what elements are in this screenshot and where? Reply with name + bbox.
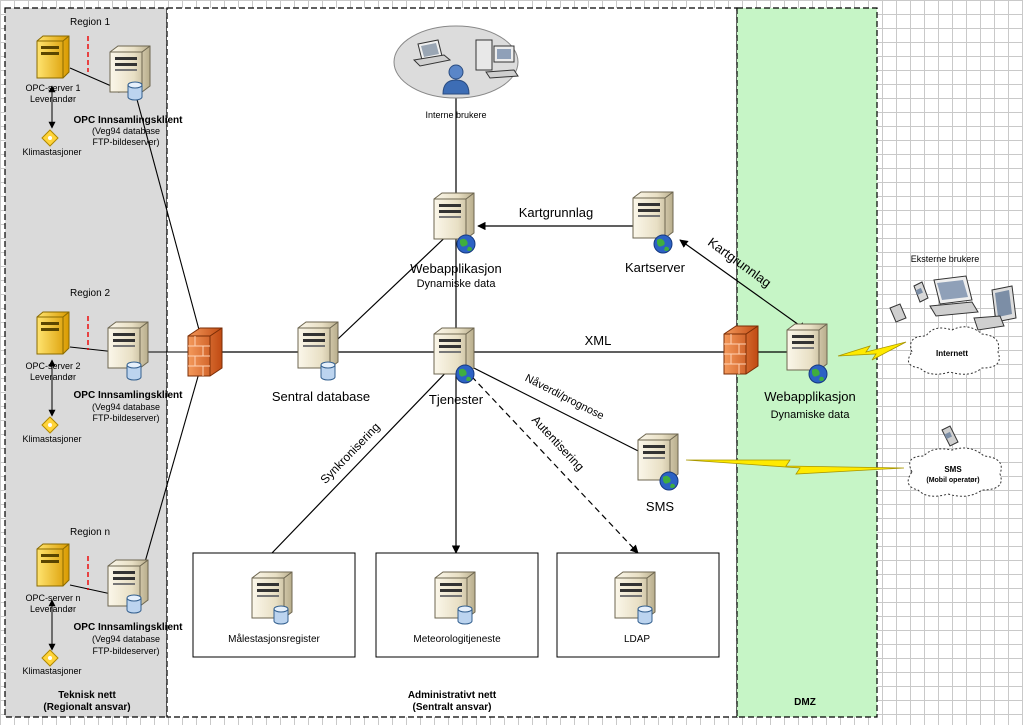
central-database-label: Sentral database [272, 389, 370, 404]
naverdi-line [457, 359, 661, 463]
sms-phone-icon [941, 425, 959, 447]
malestasjon-label: Målestasjonsregister [228, 633, 320, 645]
region1-to-fw-line [133, 91, 206, 353]
external-users-label: Eksterne brukere [911, 254, 980, 264]
collection-client-2-sub1: (Veg94 database [92, 402, 160, 412]
region-n-title: Region n [70, 527, 110, 538]
opc-server-n-icon [36, 543, 70, 587]
climate-station-n-label: Klimastasjoner [22, 666, 81, 676]
sms-cloud-sublabel: (Mobil operatør) [926, 477, 979, 484]
synkronisering-line [271, 361, 457, 554]
autentisering-line [457, 361, 639, 554]
internet-cloud-icon [907, 326, 1000, 375]
collection-client-1-sub1: (Veg94 database [92, 126, 160, 136]
collection-client-1-sub2: FTP-bildeserver) [92, 137, 159, 147]
admin-zone-title: Administrativt nett [408, 690, 497, 701]
services-label: Tjenester [429, 392, 484, 407]
opc-server-2-vendor: Leverandør [30, 372, 76, 382]
technical-zone-subtitle: (Regionalt ansvar) [43, 702, 130, 713]
technical-zone-title: Teknisk nett [58, 690, 116, 701]
laptop-icon [412, 39, 452, 67]
collection-client-n-title: OPC Innsamlingsklient [74, 622, 184, 633]
webapp-dmz-icon [786, 323, 828, 371]
firewall-dmz-icon [723, 325, 759, 375]
malestasjon-box [192, 552, 356, 658]
collection-client-n-sub1: (Veg94 database [92, 634, 160, 644]
collection-client-n-sub2: FTP-bildeserver) [92, 646, 159, 656]
sms-cloud-label: SMS [944, 465, 962, 474]
internet-lightning [837, 341, 907, 361]
collection-client-2-sub2: FTP-bildeserver) [92, 413, 159, 423]
desktop-computer-icon [475, 39, 519, 79]
kartgrunnlag-label-1: Kartgrunnlag [519, 205, 593, 220]
central-database-icon [297, 321, 339, 369]
ldap-label: LDAP [624, 634, 650, 645]
regionn-to-fw-line [133, 351, 206, 598]
opc-server-n-vendor: Leverandør [30, 604, 76, 614]
kartserver-icon [632, 191, 674, 239]
meteorologi-label: Meteorologitjeneste [413, 634, 501, 645]
db-to-webapp-line [319, 227, 456, 357]
external-laptop-icon [929, 275, 979, 317]
webapp-internal-title: Webapplikasjon [410, 261, 502, 276]
kartserver-label: Kartserver [625, 260, 686, 275]
opc-server-2-label: OPC-server 2 [25, 361, 80, 371]
kartgrunnlag-line-dmz [679, 239, 807, 331]
webapp-internal-subtitle: Dynamiske data [417, 278, 497, 290]
internal-users-label: Interne brukere [425, 110, 486, 120]
climate-station-1-label: Klimastasjoner [22, 147, 81, 157]
opc-server-1-vendor: Leverandør [30, 94, 76, 104]
pda-phone-icon [889, 303, 907, 323]
firewall-internal-icon [187, 327, 223, 377]
opc-server-n-label: OPC-server n [25, 593, 80, 603]
sms-server-label: SMS [646, 499, 675, 514]
climate-station-2-label: Klimastasjoner [22, 434, 81, 444]
region-1-title: Region 1 [70, 17, 110, 28]
internet-label: Internett [936, 349, 968, 358]
admin-zone-subtitle: (Sentralt ansvar) [413, 702, 492, 713]
region-2-title: Region 2 [70, 288, 110, 299]
external-desktop-icon [973, 285, 1017, 331]
xml-label: XML [585, 333, 612, 348]
webapp-dmz-subtitle: Dynamiske data [771, 409, 851, 421]
collection-client-1-title: OPC Innsamlingsklient [74, 115, 184, 126]
opc-server-1-label: OPC-server 1 [25, 83, 80, 93]
sms-cloud-icon [907, 447, 1002, 497]
user-person-icon [442, 64, 470, 95]
opc-server-2-icon [36, 311, 70, 355]
webapp-internal-icon [433, 192, 475, 240]
collection-client-2-icon [107, 321, 149, 369]
dmz-zone-title: DMZ [794, 697, 816, 708]
webapp-dmz-title: Webapplikasjon [764, 389, 856, 404]
collection-client-2-title: OPC Innsamlingsklient [74, 390, 184, 401]
sms-lightning [685, 459, 905, 475]
mobile-phone-icon [913, 281, 929, 303]
opc-server-1-icon [36, 35, 70, 79]
